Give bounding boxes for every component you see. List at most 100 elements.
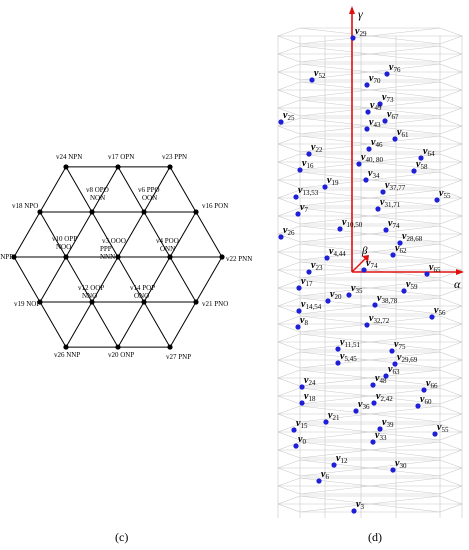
hexagon-edge [13, 256, 41, 303]
prism-grid-line [299, 45, 441, 63]
prism-point [350, 35, 356, 41]
prism-point-label: v24 [304, 375, 316, 387]
hexagon-vertex-label: NON [90, 194, 105, 202]
prism-point-label: v22 [311, 142, 323, 154]
prism-point [316, 478, 322, 484]
hexagon-edge [143, 166, 171, 213]
prism-point-label: v52 [314, 68, 326, 80]
prism-grid-line [299, 279, 441, 297]
prism-point-label: v31,71 [380, 197, 401, 209]
prism-point-label: v26 [283, 225, 295, 237]
caption-d: (d) [368, 530, 382, 544]
prism-grid-line [299, 243, 441, 261]
prism-point-label: v55 [437, 422, 449, 434]
hexagon-vertex-dot [193, 299, 199, 305]
prism-point-label: v61 [397, 127, 409, 139]
prism-point-label: v70 [369, 73, 381, 85]
hexagon-vertex-dot [11, 254, 17, 260]
alpha-label: α [454, 277, 461, 291]
prism-grid-line [299, 81, 441, 99]
hexagon-vertex-label: v6 PPO [138, 186, 160, 194]
prism-point [346, 292, 352, 298]
hexagon-vertex-label: v22 PNN [226, 255, 252, 263]
prism-point-label: v60 [420, 394, 432, 406]
hexagon-vertex-label: v25 NPP [0, 253, 13, 261]
prism-point [364, 126, 370, 132]
prism-point [323, 419, 329, 425]
prism-point [424, 271, 430, 277]
hexagon-edge [65, 211, 93, 258]
prism-point-label: v2,42 [376, 391, 393, 403]
prism-point-label: v49 [370, 100, 382, 112]
prism-grid-line [299, 369, 441, 387]
prism-point [296, 308, 302, 314]
prism-grid-line [299, 387, 441, 405]
prism-point-label: v25 [283, 110, 295, 122]
prism-point-label: v0 [298, 434, 306, 446]
prism-point [411, 168, 417, 174]
hexagon-edge [13, 211, 41, 258]
hexagon-edge [117, 256, 145, 303]
hexagon-vertex-dot [63, 254, 69, 260]
prism-grid-line [299, 297, 441, 315]
prism-point-label: v15 [296, 418, 308, 430]
hexagon-edge [143, 256, 171, 303]
prism-point-label: v30 [395, 458, 407, 470]
prism-point [421, 387, 427, 393]
hexagon-edge [117, 166, 145, 213]
prism-point-label: v74 [388, 218, 400, 230]
prism-grid-line [299, 351, 441, 369]
prism-point [335, 346, 341, 352]
prism-point-label: v55 [439, 188, 451, 200]
prism-point [364, 322, 370, 328]
hexagon-vertex-label: v8 OPO [86, 186, 109, 194]
hexagon-edge [91, 211, 119, 258]
prism-point [401, 288, 407, 294]
prism-point-label: v20 [330, 289, 342, 301]
hexagon-edge [169, 301, 197, 348]
prism-point [375, 206, 381, 212]
prism-point [324, 255, 330, 261]
prism-point [293, 194, 299, 200]
prism-grid-line [299, 459, 441, 477]
hexagon-edge [39, 301, 67, 348]
prism-grid-line [299, 315, 441, 333]
prism-point-label: v18 [304, 391, 316, 403]
hexagon-edge [65, 301, 93, 348]
hexagon-edge [91, 166, 119, 213]
hexagon-vertex-label: v20 ONP [108, 351, 134, 359]
prism-point [291, 427, 297, 433]
prism-point [383, 373, 389, 379]
hexagon-vertex-dot [63, 164, 69, 170]
prism-point [392, 136, 398, 142]
prism-point [415, 403, 421, 409]
prism-grid-line [299, 99, 441, 117]
hexagon-edge [117, 211, 145, 258]
prism-point-label: v73 [382, 92, 394, 104]
gamma-label: γ [358, 7, 363, 21]
hexagon-vertex-label: v17 OPN [108, 153, 134, 161]
prism-point-label: v63 [388, 364, 400, 376]
hexagon-vertex-dot [63, 344, 69, 350]
prism-point-label: v17 [301, 276, 313, 288]
prism-point [299, 400, 305, 406]
prism-point [356, 161, 362, 167]
prism-point [278, 234, 284, 240]
prism-point-label: v66 [426, 378, 438, 390]
hexagon-vertex-dot [141, 209, 147, 215]
prism-point-label: v39 [382, 417, 394, 429]
hexagon-vertex-label: v24 NPN [56, 153, 82, 161]
hexagon-vertex-dot [37, 299, 43, 305]
prism-point [306, 151, 312, 157]
prism-point-label: v34 [368, 168, 380, 180]
prism-point [306, 269, 312, 275]
prism-point [380, 189, 386, 195]
hexagon-vertex-label: v19 NOP [14, 300, 40, 308]
prism-point [322, 184, 328, 190]
prism-grid-line [299, 477, 441, 495]
hexagon-edge [65, 166, 93, 213]
prism-point-label: v4,44 [329, 246, 346, 258]
prism-point [429, 314, 435, 320]
